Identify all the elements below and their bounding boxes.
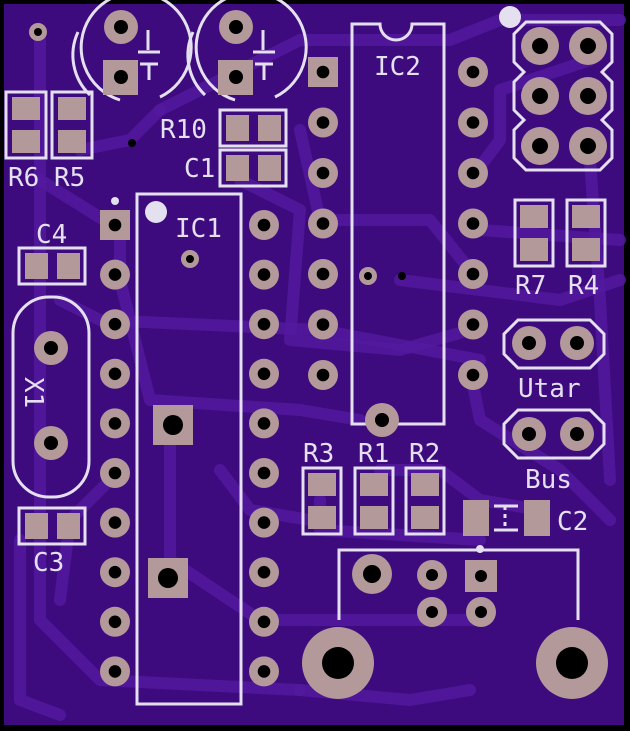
capacitor-c3: [17, 506, 87, 546]
pin-drill: [257, 516, 271, 529]
pin-drill: [257, 417, 271, 430]
pin-drill: [108, 466, 122, 480]
pin-drill: [580, 138, 596, 154]
capacitor-c1: [218, 148, 288, 188]
resistor-r4: [565, 198, 607, 268]
label-utar: Utar: [518, 374, 581, 404]
pin-drill: [466, 217, 480, 230]
pin-drill: [108, 417, 122, 430]
pin-drill: [257, 218, 271, 232]
pin-drill: [257, 367, 271, 381]
pin-drill: [108, 367, 122, 381]
label-ic1: IC1: [175, 214, 222, 244]
pin-drill: [532, 88, 548, 104]
pin-drill: [108, 516, 122, 529]
pin-drill: [257, 665, 271, 678]
pin-drill: [108, 268, 122, 281]
label-r1: R1: [358, 439, 389, 469]
label-r4: R4: [568, 271, 599, 301]
pin-drill: [108, 565, 122, 579]
transistor-left: [71, 0, 193, 102]
ic1-outline: [111, 192, 243, 706]
pin-drill: [316, 116, 330, 129]
header-2x3: [512, 20, 614, 172]
bus-connector: [502, 408, 606, 460]
pin-drill: [466, 267, 480, 281]
label-ic2: IC2: [374, 52, 421, 82]
pin-drill: [108, 665, 122, 678]
pin-drill: [257, 466, 271, 480]
label-c1: C1: [184, 154, 215, 184]
pin-drill: [316, 368, 330, 382]
label-r5: R5: [54, 163, 85, 193]
pin-drill: [108, 615, 122, 629]
pin-drill: [316, 318, 330, 331]
label-r2: R2: [409, 439, 440, 469]
resistor-r7: [513, 198, 555, 268]
pin-drill: [466, 65, 480, 79]
resistor-r5: [50, 90, 94, 160]
pin-drill: [466, 116, 480, 129]
resistor-r1: [353, 466, 395, 536]
label-c2: C2: [557, 507, 588, 537]
pin-drill: [257, 317, 271, 331]
pin-drill: [580, 88, 596, 104]
pin-drill: [257, 268, 271, 281]
crystal-x1: [11, 295, 91, 499]
pin-drill: [532, 38, 548, 54]
capacitor-c4: [17, 246, 87, 286]
pin-drill: [108, 218, 122, 232]
pin-drill: [257, 615, 271, 629]
pin-drill: [316, 267, 330, 281]
ic2-outline: [350, 22, 446, 437]
transistor-right: [186, 0, 308, 102]
label-r7: R7: [515, 271, 546, 301]
resistor-r6: [4, 90, 48, 160]
ic2-pins: [308, 57, 488, 390]
power-jack: [302, 545, 608, 699]
pin-drill: [316, 166, 330, 180]
pin-drill: [466, 368, 480, 382]
resistor-r3: [301, 466, 343, 536]
ic1-pins: [100, 210, 279, 687]
label-r10: R10: [160, 115, 207, 145]
pin-drill: [257, 565, 271, 579]
pin-drill: [316, 65, 330, 79]
label-bus: Bus: [525, 465, 572, 495]
label-c3: C3: [33, 548, 64, 578]
label-x1: X1: [18, 377, 48, 408]
label-c4: C4: [36, 220, 67, 250]
resistor-r10: [218, 108, 288, 148]
pin-drill: [532, 138, 548, 154]
pin-drill: [580, 38, 596, 54]
pin-drill: [108, 317, 122, 331]
label-r3: R3: [303, 439, 334, 469]
pin-drill: [316, 217, 330, 230]
vias: [29, 6, 521, 285]
pin-drill: [466, 318, 480, 331]
pin-drill: [466, 166, 480, 180]
header-pins: [521, 27, 607, 165]
capacitor-c2: [463, 500, 550, 536]
label-r6: R6: [8, 163, 39, 193]
utar-connector: [502, 318, 606, 370]
resistor-r2: [404, 466, 446, 536]
